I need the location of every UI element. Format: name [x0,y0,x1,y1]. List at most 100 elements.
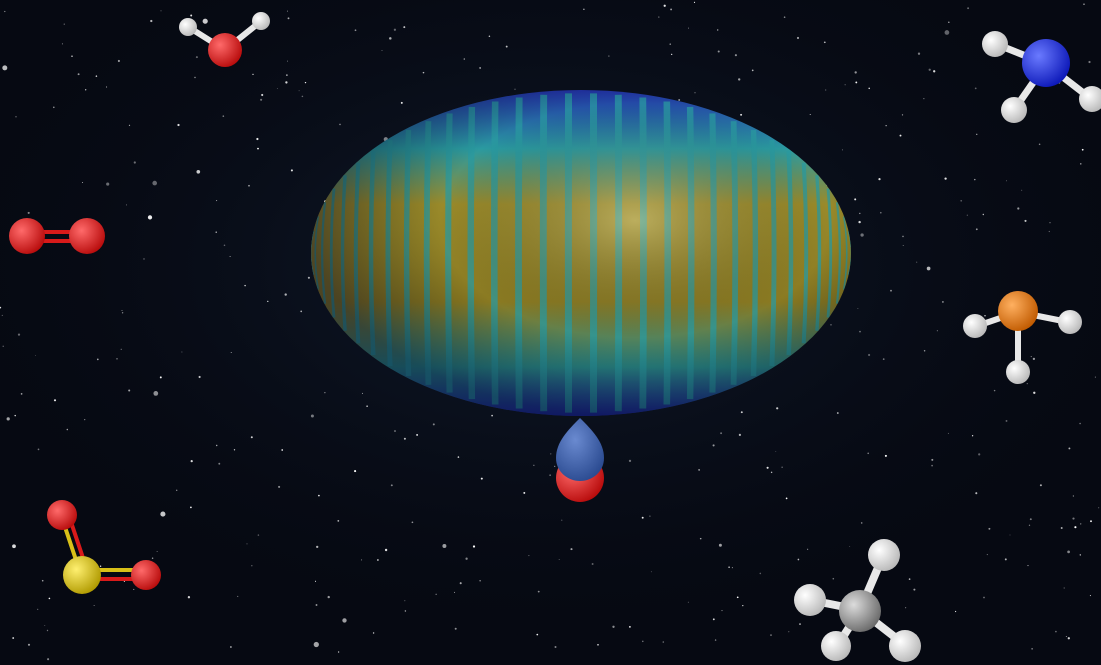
star [160,10,162,12]
star [285,81,288,84]
star [251,565,253,567]
star [46,629,49,632]
star [339,123,341,126]
star [314,580,317,582]
star [195,56,198,59]
star [742,605,744,607]
ammonia-molecule [982,31,1101,123]
star [1080,523,1082,525]
star [290,169,293,172]
star [1067,550,1070,554]
star [770,634,772,636]
star [465,557,468,560]
star [151,557,154,560]
star [48,597,51,600]
star [196,169,201,174]
star [857,307,859,309]
star [252,73,254,76]
star [809,114,811,115]
star [561,519,563,521]
star [797,558,800,561]
star [721,610,723,612]
star [404,600,406,602]
star [215,231,217,233]
co-carbon-lobe [556,418,604,481]
star [233,449,236,451]
star [37,448,40,451]
star [41,579,44,582]
star [218,462,221,465]
star [687,601,689,603]
star [99,565,102,567]
star [246,543,248,545]
star [316,545,319,549]
star [1079,554,1081,556]
star [106,182,110,186]
star [128,124,131,126]
water-hydrogen-atom [252,12,270,30]
star [1060,527,1063,529]
star [1079,422,1081,425]
star [738,433,742,437]
star [868,87,870,90]
star [324,392,326,394]
star [159,376,162,379]
star [128,389,131,392]
star [1028,524,1031,526]
star [944,177,947,180]
star [650,571,652,573]
star [44,625,46,626]
star [514,88,516,90]
star [671,53,673,56]
star [536,633,539,636]
star [960,199,963,202]
star [361,392,363,394]
ammonia-nitrogen-atom [1022,39,1070,87]
star [860,233,864,237]
star [304,81,307,84]
star [570,548,573,551]
star [315,604,318,606]
star [975,228,978,231]
star [714,639,717,641]
star [988,527,991,530]
star [978,453,981,456]
star [2,65,8,71]
star [717,29,719,31]
star [986,554,988,556]
star [982,213,984,216]
methane-hydrogen-atom [868,539,900,571]
star [202,18,208,24]
oxygen-molecule [9,218,105,254]
star [35,355,37,357]
star [2,345,4,347]
star [230,646,232,648]
star [860,522,863,524]
star [1017,207,1020,210]
star [190,459,193,463]
star [1072,517,1075,520]
star [923,349,926,352]
star [712,444,715,447]
star [628,625,631,628]
star [678,99,681,101]
star [844,84,846,86]
star [528,555,530,557]
star [788,631,790,633]
star [858,220,861,224]
star [901,114,904,116]
star [740,411,743,414]
star [20,393,23,395]
star [936,330,939,332]
star [718,543,722,547]
star [1030,356,1032,358]
star [976,133,978,135]
star [971,435,974,437]
star [1081,148,1084,151]
star [878,178,881,181]
star [859,330,861,333]
star [222,115,225,117]
star [1072,495,1075,497]
star [1031,648,1033,650]
